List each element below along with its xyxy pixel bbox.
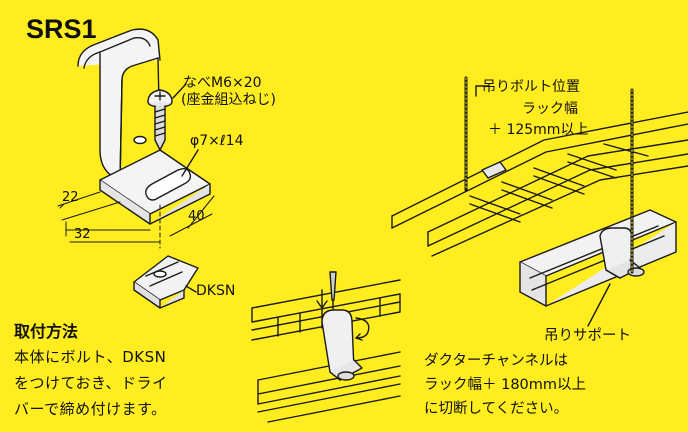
dimension-40: 40 — [188, 209, 205, 224]
method-line-2: をつけておき、ドライ — [14, 374, 168, 392]
screw-sublabel: (座金組込ねじ) — [181, 92, 276, 108]
channel-note-line-1: ダクターチャンネルは — [424, 353, 568, 369]
rack-view — [391, 76, 688, 327]
dksn-nut — [133, 255, 199, 309]
nut-label: DKSN — [196, 283, 236, 299]
srs1-bracket — [77, 28, 211, 225]
dimension-22: 22 — [62, 190, 79, 205]
bolt-note-line-3: ＋ 125mm以上 — [488, 122, 589, 138]
model-title: SRS1 — [26, 14, 97, 44]
hole-size-label: φ7×ℓ14 — [190, 133, 244, 149]
dimension-32: 32 — [74, 227, 91, 242]
channel-note-line-3: に切断してください。 — [424, 401, 569, 417]
method-line-3: バーで締め付けます。 — [14, 400, 167, 418]
installation-view — [251, 271, 401, 423]
hole-leader — [181, 149, 199, 177]
screw — [147, 83, 187, 151]
method-line-1: 本体にボルト、DKSN — [14, 348, 167, 366]
method-heading: 取付方法 — [14, 322, 79, 341]
bolt-note-line-1: 吊りボルト位置 — [482, 79, 580, 95]
support-label: 吊りサポート — [544, 328, 631, 344]
bolt-note-line-2: ラック幅 — [522, 101, 578, 117]
screw-label: なべM6×20 — [183, 75, 262, 91]
dimension-lines — [57, 191, 215, 243]
channel-note-line-2: ラック幅＋ 180mm以上 — [424, 377, 587, 393]
